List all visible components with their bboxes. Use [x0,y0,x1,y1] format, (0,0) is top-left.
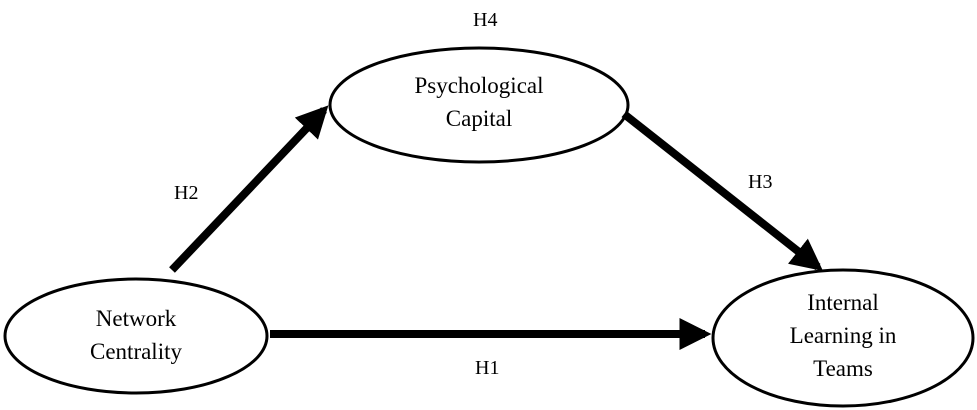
network-centrality-node [3,277,269,395]
h3-label: H3 [748,171,773,193]
internal-learning-node [711,268,975,408]
internal-learning-line-2: Learning in [789,323,897,348]
internal-learning-line-1: Internal [807,290,879,315]
psychological-capital-line-1: Psychological [414,73,544,98]
h2-arrow [169,105,329,273]
network-centrality-line-2: Centrality [90,339,182,364]
h3-arrow [621,110,824,271]
internal-learning-label: Internal Learning in Teams [758,286,928,385]
psychological-capital-label: Psychological Capital [379,69,579,135]
network-centrality-label: Network Centrality [56,302,216,368]
network-centrality-line-1: Network [95,306,177,331]
h2-label: H2 [174,182,199,204]
internal-learning-line-3: Teams [813,356,873,381]
h1-label: H1 [475,357,500,379]
psychological-capital-node [328,46,630,164]
h4-label: H4 [473,9,498,31]
psychological-capital-line-2: Capital [445,106,513,131]
